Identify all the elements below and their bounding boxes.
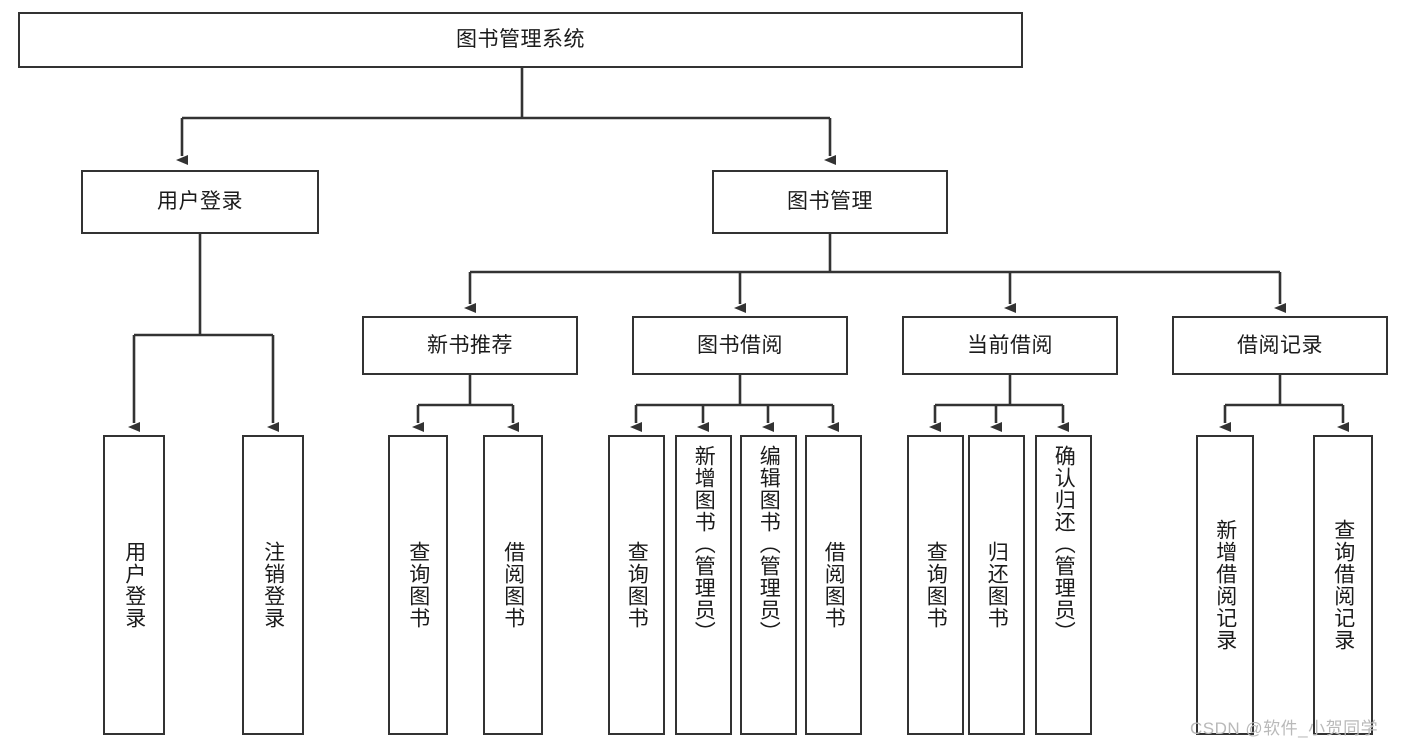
leaf-add-record[interactable]: 新增借阅记录 xyxy=(1196,435,1254,735)
node-book-manage[interactable]: 图书管理 xyxy=(712,170,948,234)
leaf-add-record-label: 新增借阅记录 xyxy=(1213,519,1237,651)
leaf-query-book-1[interactable]: 查询图书 xyxy=(388,435,448,735)
leaf-borrow-book-2-label: 借阅图书 xyxy=(822,541,846,629)
node-borrow-record-label: 借阅记录 xyxy=(1237,333,1323,357)
leaf-query-book-2[interactable]: 查询图书 xyxy=(608,435,665,735)
leaf-query-book-1-label: 查询图书 xyxy=(406,541,430,629)
node-new-book-recommend[interactable]: 新书推荐 xyxy=(362,316,578,375)
leaf-edit-book-label: 编辑图书（管理员） xyxy=(757,445,781,643)
leaf-add-book-label: 新增图书（管理员） xyxy=(692,445,716,643)
node-book-borrow[interactable]: 图书借阅 xyxy=(632,316,848,375)
node-current-borrow[interactable]: 当前借阅 xyxy=(902,316,1118,375)
leaf-query-book-3-label: 查询图书 xyxy=(924,541,948,629)
leaf-confirm-return[interactable]: 确认归还（管理员） xyxy=(1035,435,1092,735)
leaf-query-record[interactable]: 查询借阅记录 xyxy=(1313,435,1373,735)
leaf-borrow-book-2[interactable]: 借阅图书 xyxy=(805,435,862,735)
leaf-borrow-book-1-label: 借阅图书 xyxy=(501,541,525,629)
leaf-query-book-2-label: 查询图书 xyxy=(625,541,649,629)
node-new-book-recommend-label: 新书推荐 xyxy=(427,333,513,357)
leaf-user-login[interactable]: 用户登录 xyxy=(103,435,165,735)
node-current-borrow-label: 当前借阅 xyxy=(967,333,1053,357)
leaf-confirm-return-label: 确认归还（管理员） xyxy=(1052,445,1076,643)
leaf-add-book[interactable]: 新增图书（管理员） xyxy=(675,435,732,735)
leaf-query-record-label: 查询借阅记录 xyxy=(1331,519,1355,651)
leaf-user-logout[interactable]: 注销登录 xyxy=(242,435,304,735)
node-user-login[interactable]: 用户登录 xyxy=(81,170,319,234)
node-borrow-record[interactable]: 借阅记录 xyxy=(1172,316,1388,375)
csdn-watermark: CSDN @软件_小贺同学 xyxy=(1190,719,1379,738)
node-user-login-label: 用户登录 xyxy=(157,190,243,214)
leaf-edit-book[interactable]: 编辑图书（管理员） xyxy=(740,435,797,735)
node-root-label: 图书管理系统 xyxy=(456,28,585,52)
leaf-query-book-3[interactable]: 查询图书 xyxy=(907,435,964,735)
leaf-borrow-book-1[interactable]: 借阅图书 xyxy=(483,435,543,735)
node-root[interactable]: 图书管理系统 xyxy=(18,12,1023,68)
node-book-manage-label: 图书管理 xyxy=(787,190,873,214)
leaf-user-login-label: 用户登录 xyxy=(122,541,146,629)
node-book-borrow-label: 图书借阅 xyxy=(697,333,783,357)
leaf-return-book-label: 归还图书 xyxy=(985,541,1009,629)
leaf-return-book[interactable]: 归还图书 xyxy=(968,435,1025,735)
leaf-user-logout-label: 注销登录 xyxy=(261,541,285,629)
